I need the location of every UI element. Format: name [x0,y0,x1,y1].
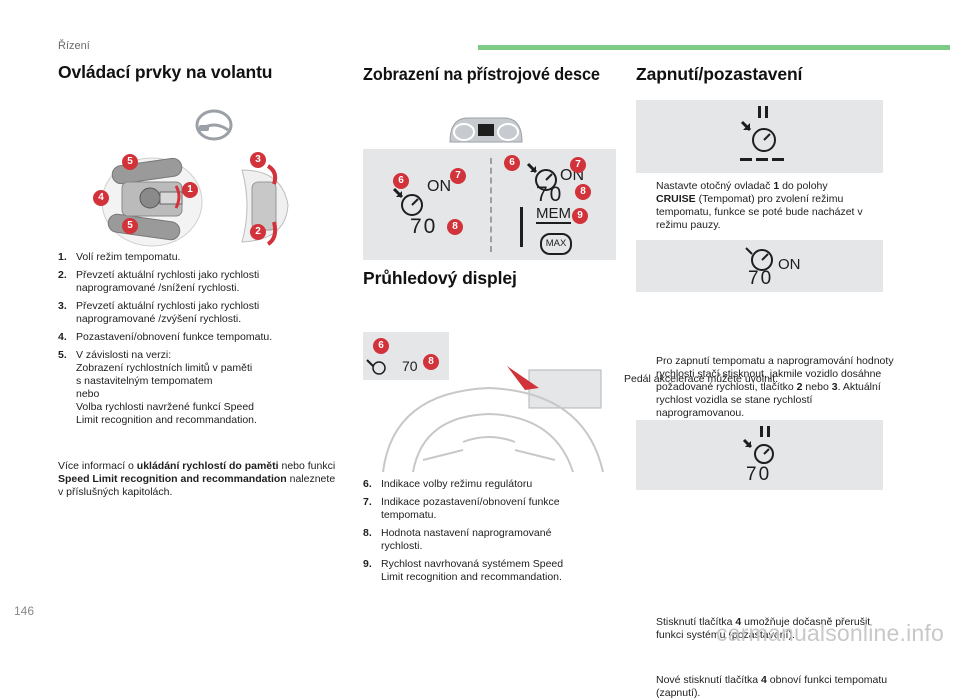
title-head-up-display: Průhledový displej [363,268,517,288]
display-speed: 70 [410,215,438,238]
speedometer-icon [392,187,423,216]
accelerator-note: Pedál akcelerace můžete uvolnit. [624,373,779,385]
badge-1: 1 [182,182,198,198]
list-item: 6.Indikace volby režimu regulátoru [363,478,533,490]
controls-list: 1.Volí režim tempomatu. 2.Převzetí aktuá… [58,251,338,432]
badge-5-top: 5 [122,154,138,170]
mem-indicator-line [520,207,523,247]
list-item: 1.Volí režim tempomatu. [58,251,181,263]
display-speed: 70 [536,183,564,206]
pause-speedometer-icon [740,106,784,161]
badge-6: 6 [393,173,409,189]
display-on-text: ON [427,178,451,195]
title-activation-pause: Zapnutí/pozastavení [636,64,803,84]
badge-7: 7 [450,168,466,184]
page-number: 146 [14,604,35,618]
badge-9: 9 [572,208,588,224]
bullet-set-speed: Pro zapnutí tempomatu a naprogramování h… [656,355,894,419]
bullet-resume: Nové stisknutí tlačítka 4 obnoví funkci … [656,674,888,699]
badge-8: 8 [423,354,439,370]
badge-5-bottom: 5 [122,218,138,234]
display-legend-list: 6.Indikace volby režimu regulátoru 7.Ind… [363,478,617,589]
watermark: carmanualsonline.info [716,620,944,646]
title-steering-controls: Ovládací prvky na volantu [58,62,273,82]
badge-3: 3 [250,152,266,168]
section-label: Řízení [58,40,90,52]
head-up-display-illustration [363,332,604,472]
display-divider [490,158,492,252]
badge-2: 2 [250,224,266,240]
list-item: 5.V závislosti na verzi:Zobrazení rychlo… [58,349,257,426]
panel-on-text: ON [778,256,801,273]
bullet-pause: Stisknutí tlačítka 4 umožňuje dočasně př… [656,616,871,641]
badge-4: 4 [93,190,109,206]
speedometer-icon [745,247,773,271]
section-bar [478,45,950,50]
max-label: MAX [540,233,572,255]
more-info-paragraph: Více informací o ukládání rychlostí do p… [58,460,336,498]
badge-8: 8 [575,184,591,200]
speedometer-icon [526,162,557,191]
badge-7: 7 [570,157,586,173]
list-item: 4.Pozastavení/obnovení funkce tempomatu. [58,331,273,343]
badge-8: 8 [447,219,463,235]
steering-wheel-icon [195,109,233,141]
hud-speed: 70 [402,358,418,374]
list-item: 2.Převzetí aktuální rychlosti jako rychl… [58,269,260,294]
panel-speed: 70 [748,268,774,289]
list-item: 3.Převzetí aktuální rychlosti jako rychl… [58,300,260,325]
panel-speed: 70 [746,464,772,485]
mem-label: MEM [536,205,571,224]
instrument-cluster-icon [449,117,523,143]
status-panel-on [636,240,883,292]
badge-6: 6 [373,338,389,354]
badge-6: 6 [504,155,520,171]
title-instrument-display: Zobrazení na přístrojové desce [363,64,600,84]
pause-speedometer-icon [742,426,774,464]
status-panel-paused-speed [636,420,883,490]
